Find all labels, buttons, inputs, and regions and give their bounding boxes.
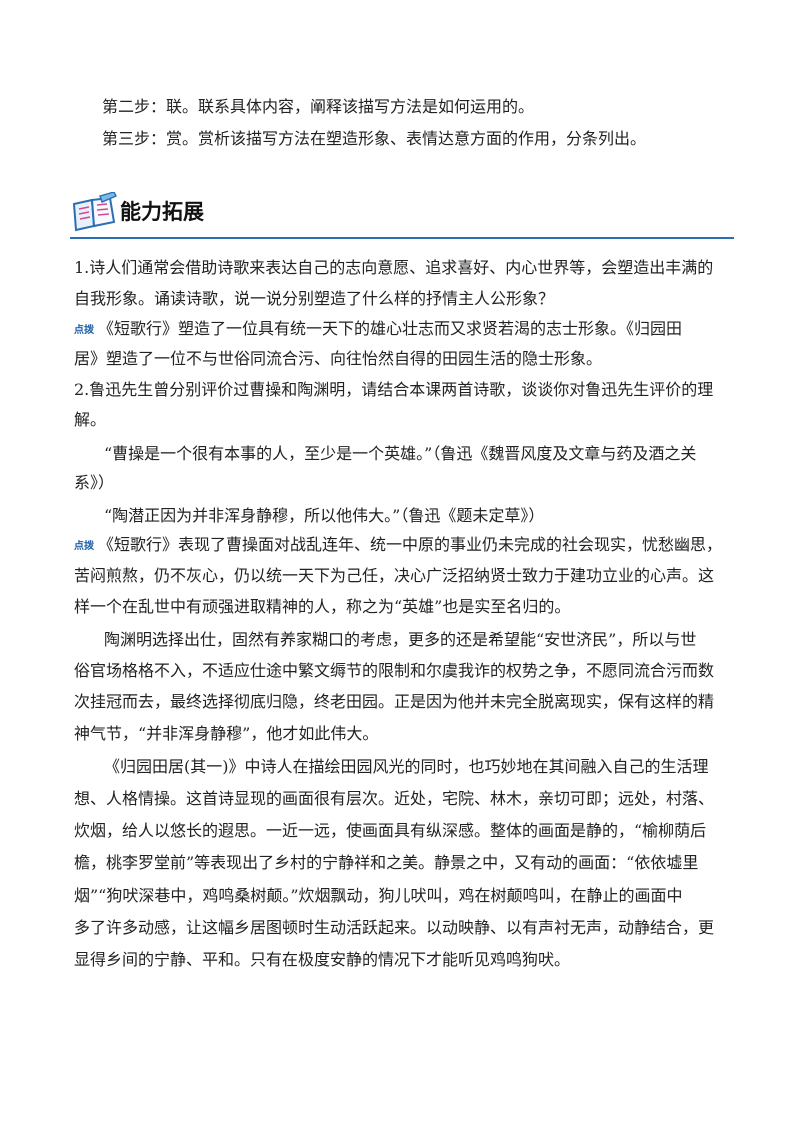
q2-answer-p3-line-1: 《归园田居(其一)》中诗人在描绘田园风光的同时，也巧妙地在其间融入自己的生活理	[104, 757, 709, 776]
q2-answer-p3-line-5: 烟”“狗吠深巷中，鸡鸣桑树颠。”炊烟飘动，狗儿吠叫，鸡在树颠鸣叫，在静止的画面中	[74, 886, 683, 905]
quote-tao: “陶潜正因为并非浑身静穆，所以他伟大。”（鲁迅《题未定草》）	[104, 506, 545, 525]
hint-tag: 点拨	[74, 325, 94, 336]
open-book-icon	[72, 192, 117, 232]
q2-line-2: 解。	[74, 410, 107, 429]
q1-answer-line-2: 居》塑造了一位不与世俗同流合污、向往怡然自得的田园生活的隐士形象。	[74, 349, 603, 368]
q2-answer-p2-line-2: 俗官场格格不入，不适应仕途中繁文缛节的限制和尔虞我诈的权势之争，不愿同流合污而数	[74, 661, 715, 680]
q2-answer-p3-line-6: 多了许多动感，让这幅乡居图顿时生动活跃起来。以动映静、以有声衬无声，动静结合，更	[74, 918, 715, 937]
q2-answer-p3-line-4: 檐，桃李罗堂前”等表现出了乡村的宁静祥和之美。静景之中，又有动的画面：“依依墟里	[74, 853, 699, 872]
step-three: 第三步：赏。赏析该描写方法在塑造形象、表情达意方面的作用，分条列出。	[102, 129, 647, 148]
q2-answer-p2-line-4: 神气节，“并非浑身静穆”，他才如此伟大。	[74, 724, 379, 743]
section-divider	[70, 237, 734, 239]
q2-answer-p1-line-2: 苦闷煎熬，仍不灰心，仍以统一天下为己任，决心广泛招纳贤士致力于建功立业的心声。这	[74, 566, 715, 585]
quote-cao-line-2: 系》）	[74, 473, 115, 492]
q1-line-2: 自我形象。诵读诗歌，说一说分别塑造了什么样的抒情主人公形象？	[74, 289, 555, 308]
q2-answer-p2-line-1: 陶渊明选择出仕，固然有养家糊口的考虑，更多的还是希望能“安世济民”，所以与世	[104, 630, 697, 649]
step-two: 第二步：联。联系具体内容，阐释该描写方法是如何运用的。	[102, 97, 535, 116]
q1-answer-line-1: 点拨《短歌行》塑造了一位具有统一天下的雄心壮志而又求贤若渴的志士形象。《归园田	[74, 319, 682, 341]
hint-tag: 点拨	[74, 541, 94, 552]
q2-answer-p3-line-7: 显得乡间的宁静、平和。只有在极度安静的情况下才能听见鸡鸣狗吠。	[74, 950, 571, 969]
q2-answer-p3-line-3: 炊烟，给人以悠长的遐思。一近一远，使画面具有纵深感。整体的画面是静的，“榆柳荫后	[74, 821, 707, 840]
section-title: 能力拓展	[120, 200, 204, 224]
q2-answer-p2-line-3: 次挂冠而去，最终选择彻底归隐，终老田园。正是因为他并未完全脱离现实，保有这样的精	[74, 692, 715, 711]
q2-answer-p1-line-3: 样一个在乱世中有顽强进取精神的人，称之为“英雄”也是实至名归的。	[74, 597, 571, 616]
q2-answer-p3-line-2: 想、人格情操。这首诗显现的画面很有层次。近处，宅院、林木，亲切可即；远处，村落、	[74, 789, 715, 808]
q2-answer-p1-line-1: 点拨《短歌行》表现了曹操面对战乱连年、统一中原的事业仍未完成的社会现实，忧愁幽思…	[74, 535, 722, 557]
q1-line-1: 1.诗人们通常会借助诗歌来表达自己的志向意愿、追求喜好、内心世界等，会塑造出丰满…	[74, 258, 714, 277]
quote-cao-line-1: “曹操是一个很有本事的人，至少是一个英雄。”（鲁迅《魏晋风度及文章与药及酒之关	[104, 444, 697, 463]
section-header: 能力拓展	[70, 190, 734, 240]
q2-line-1: 2.鲁迅先生曾分别评价过曹操和陶渊明，请结合本课两首诗歌，谈谈你对鲁迅先生评价的…	[74, 380, 714, 399]
